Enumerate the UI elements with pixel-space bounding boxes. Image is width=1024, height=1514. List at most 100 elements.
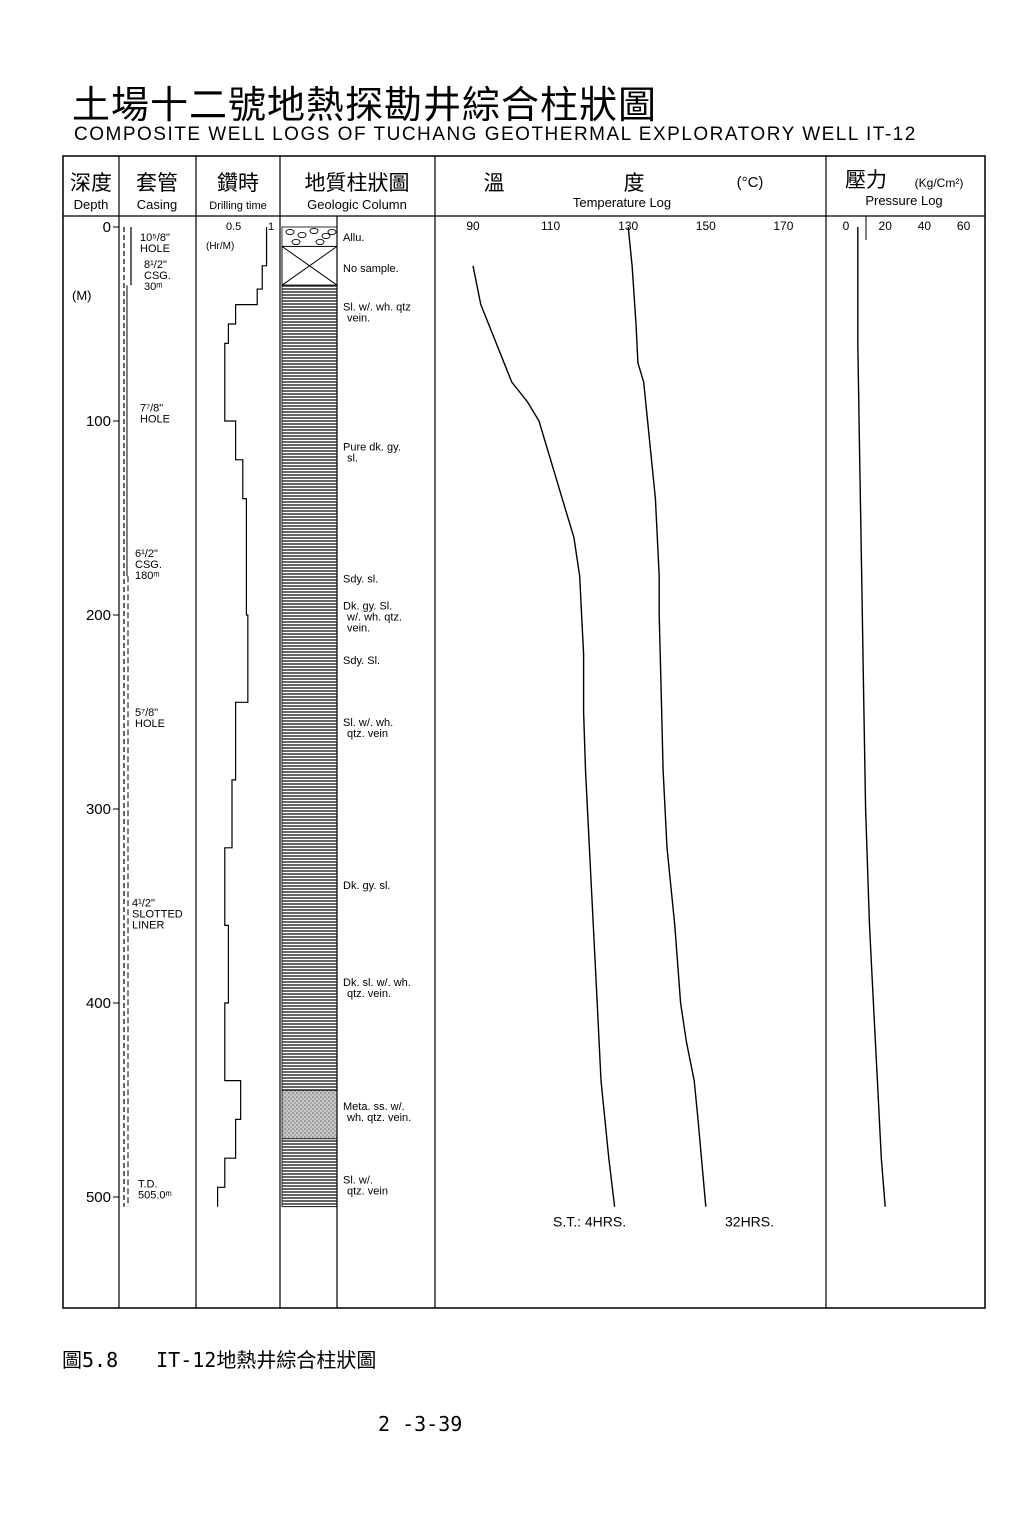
temperature-tick-label: 110 (541, 219, 560, 233)
casing-note-line: 6¹/2" (135, 548, 158, 560)
temperature-tick-label: 170 (773, 219, 793, 233)
title-zh: 土場十二號地熱探勘井綜合柱狀圖 (72, 83, 658, 127)
lithology-note-line: wh. qtz. vein. (346, 1112, 411, 1124)
casing-note-line: SLOTTED (132, 908, 183, 920)
pressure-curve (857, 227, 886, 1207)
lithology-note-line: Sl. w/. (343, 1175, 373, 1187)
header-depth-en: Depth (74, 197, 109, 212)
header-drilling-en: Drilling time (209, 200, 266, 212)
curve-label-4hrs: S.T.: 4HRS. (553, 1214, 626, 1230)
figure-caption: 圖5.8 IT-12地熱井綜合柱狀圖 (62, 1344, 376, 1373)
header-pressure-en: Pressure Log (865, 193, 942, 208)
header-depth-zh: 深度 (70, 171, 112, 195)
depth-axis: 0 100 200 300 400 500 (M) (72, 219, 119, 1206)
lithology-note-line: Sl. w/. wh. qtz (343, 302, 411, 314)
casing-note-line: 10⁵/8" (140, 232, 170, 244)
curve-label-32hrs: 32HRS. (725, 1214, 774, 1230)
gravel-clast (285, 228, 295, 236)
lithology-sandstone (281, 1089, 338, 1140)
casing-note-line: HOLE (140, 243, 170, 255)
header-geologic-zh: 地質柱狀圖 (305, 171, 410, 195)
lithology-note-line: Dk. gy. Sl. (343, 600, 392, 612)
lithology-note-line: Allu. (343, 232, 364, 244)
casing-note-line: 5⁷/8" (135, 707, 158, 719)
drilling-time-step-line (217, 227, 268, 1207)
gravel-clast (291, 238, 301, 246)
temperature-curve (472, 265, 616, 1207)
header-temp-zh-1: 溫 (484, 171, 505, 195)
casing-note-line: HOLE (140, 414, 170, 426)
lithology-note-line: Dk. gy. sl. (343, 880, 390, 892)
casing-note-line: CSG. (144, 270, 171, 282)
casing-note-line: 8¹/2" (144, 259, 167, 271)
lithology-note-line: w/. wh. qtz. (346, 611, 402, 623)
title-en: COMPOSITE WELL LOGS OF TUCHANG GEOTHERMA… (74, 124, 917, 145)
header-drilling-zh: 鑽時 (217, 171, 259, 195)
drilling-unit-label: (Hr/M) (206, 241, 234, 252)
casing-note-line: CSG. (135, 559, 162, 571)
lithology-note-line: No sample. (343, 263, 399, 275)
lithology-note-line: Pure dk. gy. (343, 441, 401, 453)
drilling-time-column: 0.5 1 (Hr/M) (206, 221, 274, 1207)
geologic-column (281, 216, 338, 1308)
lithology-notes: Allu.No sample.Sl. w/. wh. qtzvein.Pure … (343, 232, 411, 1198)
lithology-slate (281, 284, 338, 1091)
chart-frame (62, 155, 986, 1309)
caption-label: 圖5.8 (62, 1348, 119, 1372)
pressure-tick-label: 40 (918, 219, 932, 233)
gravel-clast (297, 231, 307, 239)
casing-note-line: 180ᵐ (135, 570, 160, 582)
temperature-tick-label: 130 (618, 219, 638, 233)
lithology-note-line: Sl. w/. wh. (343, 717, 393, 729)
casing-note-line: 4¹/2" (132, 897, 155, 909)
lithology-note-line: Sdy. Sl. (343, 655, 380, 667)
lithology-note-line: Dk. sl. w/. wh. (343, 977, 411, 989)
depth-tick-label: 100 (86, 413, 111, 430)
lithology-note-line: sl. (347, 452, 358, 464)
casing-note-line: LINER (132, 919, 164, 931)
header-casing-zh: 套管 (136, 171, 178, 195)
temperature-curve (627, 226, 707, 1207)
gravel-clast (315, 238, 325, 246)
casing-note-line: T.D. (138, 1179, 158, 1191)
gravel-clast (321, 232, 331, 240)
pressure-tick-label: 60 (957, 219, 971, 233)
lithology-note-line: qtz. vein. (347, 988, 391, 1000)
lithology-note-line: Sdy. sl. (343, 573, 378, 585)
lithology-note-line: Meta. ss. w/. (343, 1101, 405, 1113)
header-temp-zh-2: 度 (624, 171, 645, 195)
caption-text: IT-12地熱井綜合柱狀圖 (156, 1348, 377, 1372)
lithology-note-line: vein. (347, 622, 370, 634)
header-casing-en: Casing (137, 197, 177, 212)
gravel-clast (309, 227, 319, 235)
no-sample-cross (281, 245, 338, 286)
header-temp-unit: (°C) (737, 174, 764, 191)
depth-unit-label: (M) (72, 288, 92, 303)
depth-tick-label: 500 (86, 1189, 111, 1206)
header-temp-en: Temperature Log (573, 195, 671, 210)
drilling-value-label: 0.5 (226, 221, 241, 233)
depth-tick-label: 200 (86, 607, 111, 624)
header-geologic-en: Geologic Column (307, 197, 407, 212)
temperature-tick-label: 90 (466, 219, 480, 233)
lithology-note-line: qtz. vein (347, 1186, 388, 1198)
depth-tick-label: 300 (86, 801, 111, 818)
lithology-note-line: vein. (347, 313, 370, 325)
temperature-tick-label: 150 (696, 219, 716, 233)
casing-note-line: 7⁷/8" (140, 403, 163, 415)
depth-tick-label: 0 (103, 219, 111, 236)
drilling-right-label: 1 (268, 221, 274, 233)
casing-note-line: 505.0ᵐ (138, 1190, 172, 1202)
pressure-tick-label: 20 (879, 219, 893, 233)
casing-note-line: HOLE (135, 718, 165, 730)
page-number: 2 -3-39 (378, 1412, 463, 1436)
lithology-note-line: qtz. vein (347, 728, 388, 740)
header-pressure-unit: (Kg/Cm²) (915, 176, 964, 190)
casing-column: 10⁵/8"HOLE8¹/2"CSG.30ᵐ7⁷/8"HOLE6¹/2"CSG.… (123, 227, 183, 1207)
depth-tick-label: 400 (86, 995, 111, 1012)
gravel-clast (327, 228, 337, 236)
